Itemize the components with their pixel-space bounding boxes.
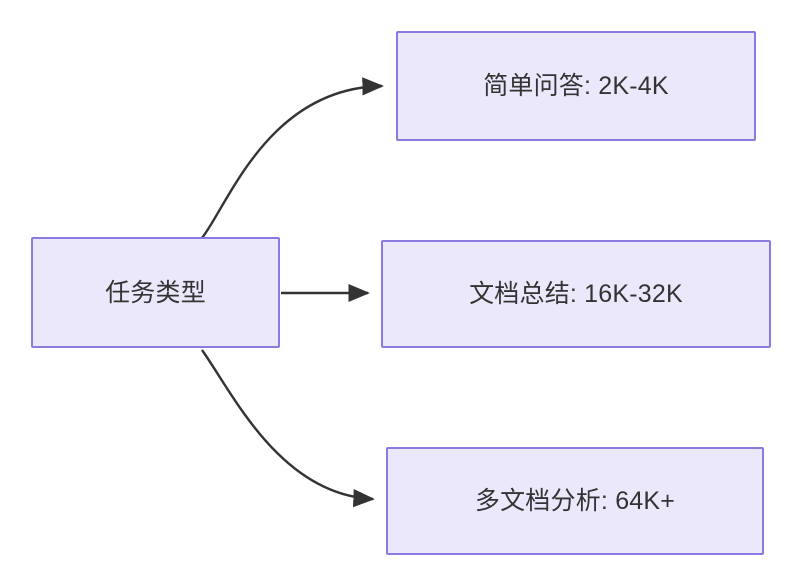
node-doc-summary-label: 文档总结: 16K-32K (469, 280, 683, 308)
node-multi-doc-label: 多文档分析: 64K+ (474, 487, 676, 515)
node-task-type[interactable]: 任务类型 (31, 237, 280, 348)
node-simple-qa[interactable]: 简单问答: 2K-4K (396, 31, 756, 141)
node-simple-qa-label: 简单问答: 2K-4K (483, 72, 669, 100)
node-doc-summary[interactable]: 文档总结: 16K-32K (381, 240, 771, 348)
edge-root-to-simple-qa (201, 77, 384, 239)
edge-root-to-multi-doc (201, 349, 375, 508)
node-task-type-label: 任务类型 (105, 278, 206, 307)
node-multi-doc[interactable]: 多文档分析: 64K+ (386, 447, 764, 555)
